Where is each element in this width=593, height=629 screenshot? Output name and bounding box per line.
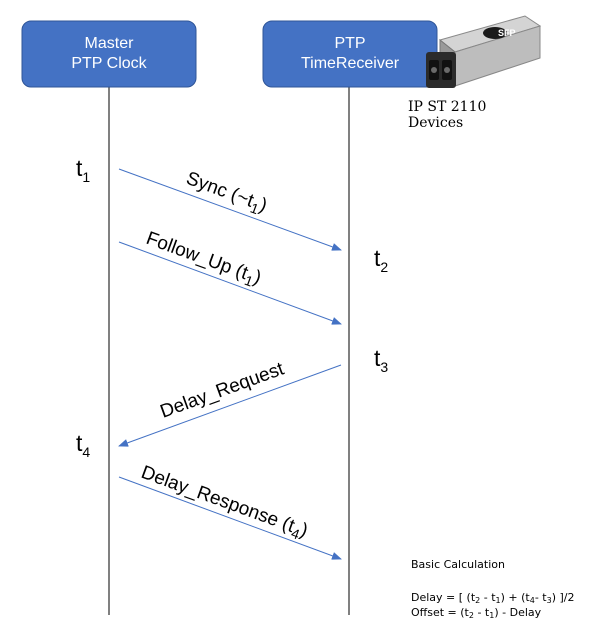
timestamp-t3: t3 [374,345,388,375]
time-receiver-box: PTP TimeReceiver [262,20,438,88]
device-caption-line1: IP ST 2110 [408,99,486,115]
delay-request-label: Delay_Request [158,358,288,422]
master-box-line1: Master [85,35,135,52]
timestamp-t2: t2 [374,245,388,275]
follow-up-label: Follow_Up (t1) [142,228,264,292]
receiver-box-line2: TimeReceiver [301,55,400,72]
offset-formula: Offset = (t2 - t1) - Delay [411,606,542,620]
calculation-title: Basic Calculation [411,558,505,571]
delay-formula: Delay = [ (t2 - t1) + (t4- t3) ]/2 [411,591,575,605]
follow-up-arrow [118,241,342,325]
timestamp-t4: t4 [76,430,90,460]
device-caption-line2: Devices [408,115,463,131]
timestamp-t1: t1 [76,155,90,185]
receiver-box-line1: PTP [334,35,365,52]
sync-label: Sync (~t1) [182,168,269,219]
basic-calculation: Basic Calculation Delay = [ (t2 - t1) + … [411,558,575,620]
sync-arrow [118,168,342,251]
master-box-line2: PTP Clock [71,55,147,72]
sfp-module-image: SFP [426,15,542,88]
delay-response-arrow [118,476,342,560]
delay-request-arrow [118,364,342,447]
delay-response-label: Delay_Response (t4) [137,462,310,545]
master-clock-box: Master PTP Clock [21,20,197,88]
sfp-brand-label: SFP [498,28,516,38]
